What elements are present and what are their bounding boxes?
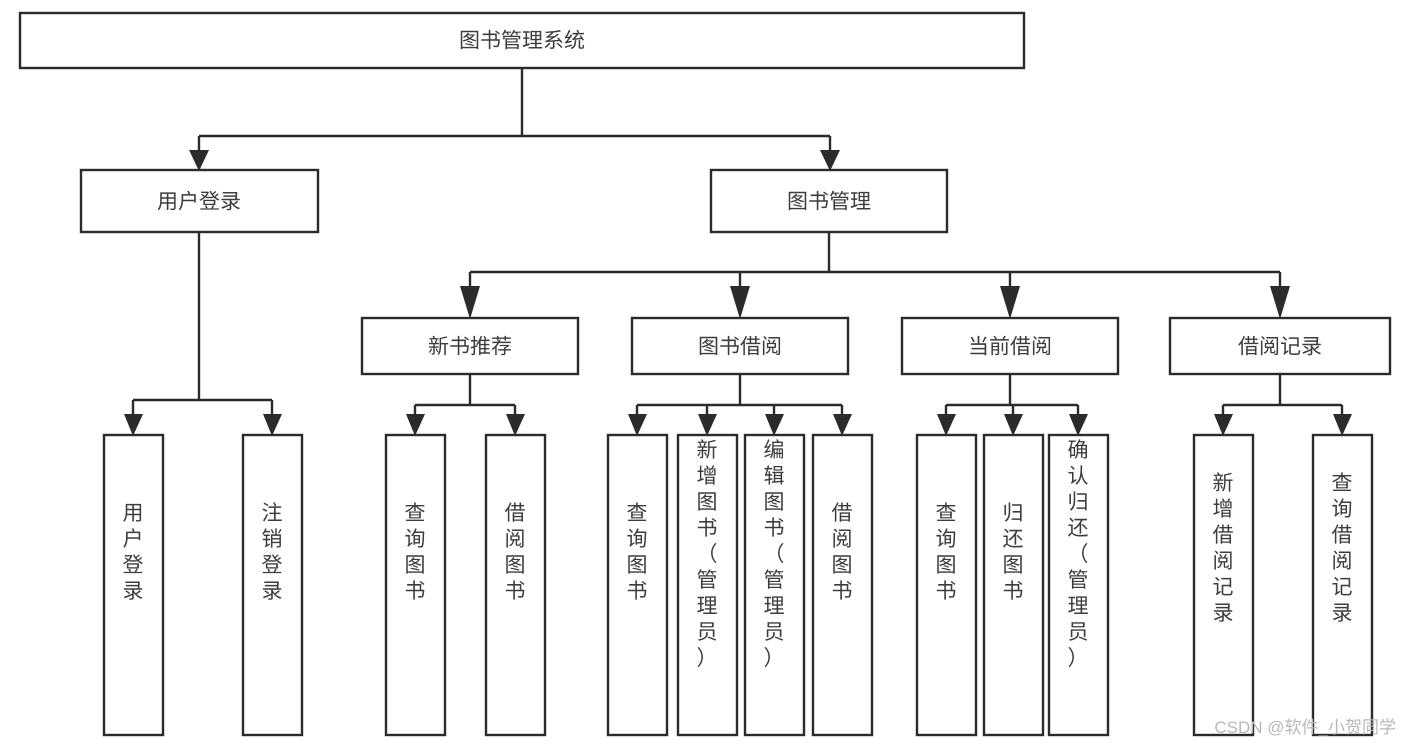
node-leaf-confirm-return-admin-label: 确认归还（管理员） <box>1068 439 1089 670</box>
node-leaf-return-book[interactable]: 归还图书 <box>982 433 1045 737</box>
arrow-head-borrow-record <box>1270 286 1290 319</box>
node-leaf-borrow-book-recommend-label: 借阅图书 <box>505 502 526 603</box>
node-leaf-borrow-book-label: 借阅图书 <box>832 502 853 603</box>
node-leaf-return-book-label: 归还图书 <box>1003 502 1024 603</box>
node-leaf-query-borrow-record-label: 查询借阅记录 <box>1332 472 1353 625</box>
node-leaf-edit-book-admin-box[interactable] <box>743 433 806 737</box>
node-root-label: 图书管理系统 <box>459 30 585 53</box>
node-leaf-query-book-recommend-box[interactable] <box>384 433 447 737</box>
csdn-watermark: CSDN @软件_小贺同学 <box>1214 718 1396 737</box>
node-user-login-box[interactable] <box>79 168 320 234</box>
arrow-head-leaf-confirm-return-admin <box>1069 414 1088 436</box>
node-current-borrow-box[interactable] <box>900 316 1120 376</box>
node-borrow-record-box[interactable] <box>1168 316 1392 376</box>
node-leaf-query-book-borrow-label: 查询图书 <box>627 502 648 603</box>
node-leaf-query-book-borrow-box[interactable] <box>606 433 669 737</box>
node-leaf-user-login-label: 用户登录 <box>123 502 144 603</box>
node-leaf-return-book-box[interactable] <box>982 433 1045 737</box>
node-leaf-logout-login-label: 注销登录 <box>262 502 283 603</box>
connector-bookmgmt-bus <box>468 232 1282 292</box>
connector-currentborrow-bus <box>944 374 1080 420</box>
node-book-management[interactable]: 图书管理 <box>709 168 949 234</box>
node-new-book-recommend-box[interactable] <box>360 316 580 376</box>
arrow-head-book-borrow <box>730 286 750 319</box>
connector-newbook-bus <box>413 374 517 420</box>
node-leaf-borrow-book-recommend[interactable]: 借阅图书 <box>484 433 547 737</box>
node-leaf-query-book-recommend[interactable]: 查询图书 <box>384 433 447 737</box>
node-book-management-label: 图书管理 <box>787 191 871 214</box>
arrow-head-leaf-query-book-current <box>937 414 956 436</box>
node-leaf-query-book-borrow[interactable]: 查询图书 <box>606 433 669 737</box>
arrow-head-book-management <box>820 150 840 171</box>
node-leaf-borrow-book-recommend-box[interactable] <box>484 433 547 737</box>
arrow-head-leaf-borrow-book <box>833 414 852 436</box>
arrow-head-leaf-borrow-book-recommend <box>506 414 525 436</box>
node-book-borrow-box[interactable] <box>630 316 850 376</box>
arrow-head-leaf-edit-book-admin <box>765 414 784 436</box>
node-leaf-logout-login[interactable]: 注销登录 <box>241 433 304 737</box>
node-leaf-add-book-admin[interactable]: 新增图书（管理员） <box>676 433 739 737</box>
arrow-head-user-login <box>189 150 209 171</box>
node-borrow-record-label: 借阅记录 <box>1238 336 1322 359</box>
node-leaf-query-book-recommend-label: 查询图书 <box>405 502 426 603</box>
node-leaf-logout-login-box[interactable] <box>241 433 304 737</box>
node-leaf-borrow-book[interactable]: 借阅图书 <box>811 433 874 737</box>
node-book-borrow[interactable]: 图书借阅 <box>630 316 850 376</box>
nodes-layer: 图书管理系统 用户登录 图书管理 新书推荐 图书借阅 <box>18 11 1392 737</box>
connectors-layer <box>124 68 1352 436</box>
node-leaf-user-login-box[interactable] <box>102 433 165 737</box>
node-leaf-query-book-current-box[interactable] <box>915 433 978 737</box>
arrow-head-leaf-query-book-borrow <box>628 414 647 436</box>
node-new-book-recommend-label: 新书推荐 <box>428 336 512 359</box>
node-leaf-borrow-book-box[interactable] <box>811 433 874 737</box>
node-borrow-record[interactable]: 借阅记录 <box>1168 316 1392 376</box>
node-leaf-query-borrow-record[interactable]: 查询借阅记录 <box>1311 433 1374 737</box>
node-leaf-query-book-current-label: 查询图书 <box>936 502 957 603</box>
node-leaf-user-login[interactable]: 用户登录 <box>102 433 165 737</box>
node-leaf-confirm-return-admin-box[interactable] <box>1047 433 1110 737</box>
node-leaf-edit-book-admin-label: 编辑图书（管理员） <box>764 439 785 670</box>
node-leaf-add-borrow-record-label: 新增借阅记录 <box>1213 472 1234 625</box>
node-current-borrow-label: 当前借阅 <box>968 336 1052 359</box>
node-current-borrow[interactable]: 当前借阅 <box>900 316 1120 376</box>
arrow-head-leaf-return-book <box>1004 414 1023 436</box>
node-leaf-query-borrow-record-box[interactable] <box>1311 433 1374 737</box>
arrow-head-leaf-logout-login <box>263 414 282 436</box>
connector-borrowrecord-bus <box>1221 374 1344 420</box>
arrow-head-leaf-add-book-admin <box>698 414 717 436</box>
node-book-management-box[interactable] <box>709 168 949 234</box>
connector-userlogin-bus <box>131 232 274 420</box>
node-user-login[interactable]: 用户登录 <box>79 168 320 234</box>
arrow-head-leaf-query-book-recommend <box>406 414 425 436</box>
arrow-head-leaf-user-login <box>124 414 143 436</box>
connector-root-to-level2 <box>197 68 832 156</box>
arrow-head-new-book-recommend <box>460 286 480 319</box>
node-leaf-add-book-admin-label: 新增图书（管理员） <box>697 439 718 670</box>
node-leaf-add-borrow-record[interactable]: 新增借阅记录 <box>1192 433 1255 737</box>
arrow-head-leaf-query-borrow-record <box>1333 414 1352 436</box>
node-leaf-add-book-admin-box[interactable] <box>676 433 739 737</box>
node-leaf-add-borrow-record-box[interactable] <box>1192 433 1255 737</box>
arrow-head-current-borrow <box>1000 286 1020 319</box>
node-leaf-query-book-current[interactable]: 查询图书 <box>915 433 978 737</box>
arrow-head-leaf-add-borrow-record <box>1214 414 1233 436</box>
node-leaf-edit-book-admin[interactable]: 编辑图书（管理员） <box>743 433 806 737</box>
node-root-box[interactable] <box>18 11 1026 70</box>
node-book-borrow-label: 图书借阅 <box>698 336 782 359</box>
node-new-book-recommend[interactable]: 新书推荐 <box>360 316 580 376</box>
connector-bookborrow-bus <box>635 374 844 420</box>
node-leaf-confirm-return-admin[interactable]: 确认归还（管理员） <box>1047 433 1110 737</box>
node-user-login-label: 用户登录 <box>157 191 241 214</box>
node-root[interactable]: 图书管理系统 <box>18 11 1026 70</box>
